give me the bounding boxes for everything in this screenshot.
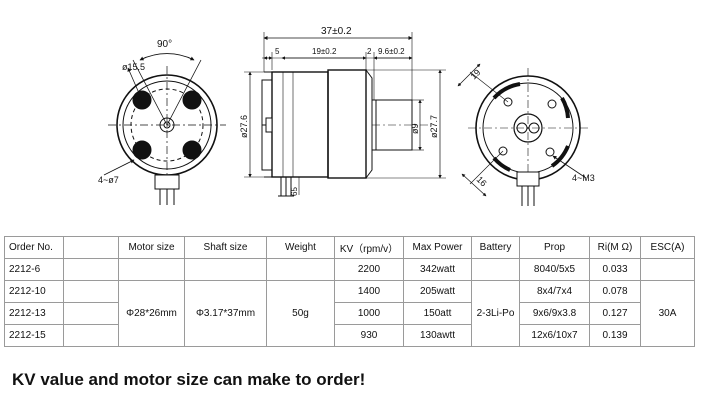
- cell-ri: 0.033: [589, 258, 641, 281]
- col-battery: Battery: [471, 236, 520, 259]
- side-dim-2: 2: [367, 47, 372, 56]
- col-shaft-size: Shaft size: [184, 236, 267, 259]
- col-order-no: Order No.: [4, 236, 64, 259]
- cell-power: 150att: [403, 302, 472, 325]
- col-prop: Prop: [519, 236, 590, 259]
- cell-prop: 8040/5x5: [519, 258, 590, 281]
- cell-blank: [63, 280, 119, 303]
- cell-power: 342watt: [403, 258, 472, 281]
- side-dia-case: ø27.6: [239, 115, 249, 138]
- cell-kv: 930: [334, 324, 404, 347]
- cell-order: 2212-15: [4, 324, 64, 347]
- cell-motor-size: Φ28*26mm: [118, 280, 185, 347]
- rear-dim-16: 16: [475, 174, 489, 188]
- cell-prop: 9x6/9x3.8: [519, 302, 590, 325]
- side-dia-shaft: ø9: [410, 123, 420, 134]
- motor-technical-drawing: 90° ø15.5 4~ø7: [98, 26, 595, 206]
- front-angle-label: 90°: [157, 39, 172, 50]
- cell-esc: 30A: [640, 280, 695, 347]
- cell-prop: 8x4/7x4: [519, 280, 590, 303]
- cell-blank-shaft: [184, 258, 267, 281]
- cell-shaft-size: Φ3.17*37mm: [184, 280, 267, 347]
- footer-note: KV value and motor size can make to orde…: [12, 370, 366, 389]
- cell-blank: [63, 302, 119, 325]
- side-view: [244, 32, 446, 197]
- col-max-power: Max Power: [403, 236, 472, 259]
- side-dim-shaft: 9.6±0.2: [378, 47, 405, 56]
- front-view: [103, 53, 226, 205]
- front-bolt-circle-label: ø15.5: [122, 62, 145, 72]
- cell-ri: 0.139: [589, 324, 641, 347]
- rear-view: [457, 63, 588, 206]
- col-ri: Ri(M Ω): [589, 236, 641, 259]
- cell-ri: 0.078: [589, 280, 641, 303]
- col-weight: Weight: [266, 236, 335, 259]
- col-kv: KV（rpm/v）: [334, 236, 404, 259]
- col-esc: ESC(A): [640, 236, 695, 259]
- cell-kv: 1000: [334, 302, 404, 325]
- side-lead-length: 65: [290, 187, 299, 196]
- cell-blank: [63, 258, 119, 281]
- cell-kv: 2200: [334, 258, 404, 281]
- side-dia-flange: ø27.7: [429, 115, 439, 138]
- cell-battery: 2-3Li-Po: [471, 280, 520, 347]
- cell-ri: 0.127: [589, 302, 641, 325]
- table-row: 2212-13 1000 150att 9x6/9x3.8 0.127: [4, 302, 695, 325]
- rear-thread-callout: 4~M3: [572, 173, 595, 183]
- cell-blank-esc: [640, 258, 695, 281]
- front-hole-callout: 4~ø7: [98, 175, 119, 185]
- cell-prop: 12x6/10x7: [519, 324, 590, 347]
- cell-weight: 50g: [266, 280, 335, 347]
- mount-holes: [132, 90, 202, 160]
- cell-power: 205watt: [403, 280, 472, 303]
- col-motor-size: Motor size: [118, 236, 185, 259]
- specification-table: Order No. Motor size Shaft size Weight K…: [4, 236, 695, 347]
- cell-blank-battery: [471, 258, 520, 281]
- cell-power: 130awtt: [403, 324, 472, 347]
- cell-blank-weight: [266, 258, 335, 281]
- col-blank: [63, 236, 119, 259]
- table-header-row: Order No. Motor size Shaft size Weight K…: [4, 236, 695, 259]
- rear-dim-19: 19: [468, 67, 482, 81]
- table-row: 2212-10 Φ28*26mm Φ3.17*37mm 50g 1400 205…: [4, 280, 695, 347]
- side-dim-5: 5: [275, 47, 280, 56]
- table-row: 2212-6 2200 342watt 8040/5x5 0.033: [4, 258, 695, 281]
- cell-blank-motor: [118, 258, 185, 281]
- cell-order: 2212-13: [4, 302, 64, 325]
- table-row: 2212-15 930 130awtt 12x6/10x7 0.139: [4, 324, 695, 347]
- cell-order: 2212-10: [4, 280, 64, 303]
- cell-order: 2212-6: [4, 258, 64, 281]
- side-dim-body: 19±0.2: [312, 47, 337, 56]
- cell-blank: [63, 324, 119, 347]
- cell-kv: 1400: [334, 280, 404, 303]
- side-overall-length: 37±0.2: [321, 26, 352, 37]
